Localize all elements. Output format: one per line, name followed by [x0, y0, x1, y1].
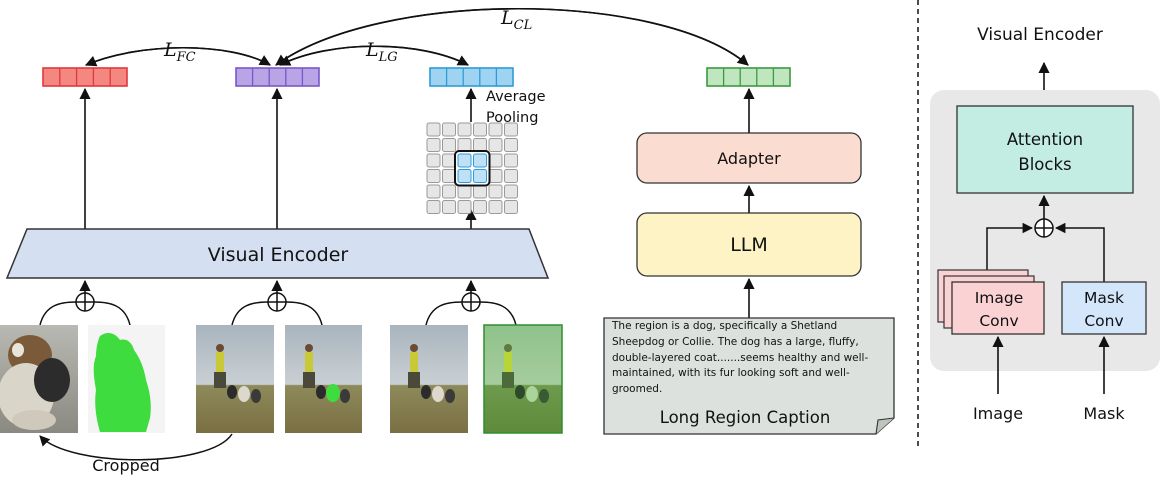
grid-cell: [442, 138, 456, 152]
scene-image-2: [390, 325, 468, 433]
grid-cell: [442, 122, 456, 137]
pool-token-row: [429, 67, 514, 87]
cropped-mask-image: [88, 325, 165, 433]
scene-mask-image-1: [285, 325, 362, 433]
image-input-label: Image: [973, 404, 1023, 423]
visual-encoder-label: Visual Encoder: [208, 244, 349, 266]
image1-to-plus-curve: [39, 301, 77, 326]
grid-cell-region: [457, 153, 472, 168]
grid-cell: [426, 200, 441, 214]
right-panel-title: Visual Encoder: [977, 25, 1103, 45]
image-conv-to-plus-arrow: [986, 222, 1034, 270]
average-pooling-label-line1: Average: [486, 89, 546, 105]
lg-token-row: [235, 67, 320, 87]
grid-cell: [488, 184, 503, 199]
grid-cell-region: [457, 169, 472, 183]
long-region-caption-label: Long Region Caption: [660, 408, 831, 427]
grid-cell-region: [473, 169, 487, 183]
grid-cell: [426, 138, 441, 152]
grid-cell: [473, 138, 487, 152]
loss-lg-label: LLG: [365, 39, 398, 65]
grid-cell: [488, 200, 503, 214]
grid-cell: [473, 122, 487, 137]
grid-cell: [426, 184, 441, 199]
visual-encoder-block: [5, 228, 550, 279]
scene-image-1: [196, 325, 274, 433]
grid-cell: [504, 169, 518, 183]
grid-cell: [504, 200, 518, 214]
mask-input-label: Mask: [1083, 404, 1125, 423]
grid-cell: [442, 184, 456, 199]
fc-token-row: [42, 67, 128, 87]
grid-cell: [457, 138, 472, 152]
grid-cell: [504, 184, 518, 199]
adapter-label: Adapter: [717, 149, 781, 168]
image3-to-plus-curve: [425, 301, 463, 326]
mask-conv-block: [1061, 281, 1147, 335]
grid-cell-region: [473, 153, 487, 168]
cl-loss-arrow-reverse: [275, 8, 749, 66]
image-conv-label-line1: Image: [975, 289, 1024, 307]
grid-cell: [473, 184, 487, 199]
attention-label-line1: Attention: [1007, 130, 1083, 149]
grid-cell: [426, 122, 441, 137]
image-conv-label-line2: Conv: [979, 312, 1018, 330]
scene-mask-image-2: [483, 324, 563, 434]
image-conv-block: [951, 281, 1045, 335]
grid-cell: [426, 153, 441, 168]
grid-cell: [488, 138, 503, 152]
attention-blocks: [956, 105, 1134, 194]
cropped-arrow: [39, 433, 233, 461]
cropped-label: Cropped: [92, 456, 160, 475]
grid-cell: [457, 184, 472, 199]
long-region-caption-text: The region is a dog, specifically a Shet…: [612, 320, 869, 396]
grid-cell: [488, 153, 503, 168]
image2-to-plus-curve: [231, 301, 269, 326]
grid-cell: [473, 200, 487, 214]
mask1-to-plus-curve: [93, 301, 131, 326]
mask-conv-label-line2: Conv: [1084, 312, 1123, 330]
mask2-to-plus-curve: [285, 301, 323, 326]
fc-loss-arrow-reverse: [85, 46, 271, 66]
caption-note-fold: [875, 417, 895, 435]
grid-cell: [504, 122, 518, 137]
lg-loss-arrow-reverse: [278, 45, 469, 66]
grid-cell: [488, 169, 503, 183]
cropped-dog-image: [0, 325, 78, 433]
grid-cell: [504, 153, 518, 168]
feature-grid: [426, 122, 518, 214]
grid-cell: [457, 200, 472, 214]
plus-node-3: [461, 292, 481, 312]
plus-node-1: [75, 292, 95, 312]
text-token-row: [706, 67, 791, 87]
panel-plus-node: [1034, 218, 1054, 238]
mask-conv-label-line1: Mask: [1084, 289, 1124, 307]
grid-cell: [504, 138, 518, 152]
mask3-to-plus-curve: [479, 301, 517, 326]
loss-fc-label: LFC: [163, 39, 196, 65]
grid-cell: [488, 122, 503, 137]
plus-node-2: [267, 292, 287, 312]
grid-cell: [426, 169, 441, 183]
grid-cell: [457, 122, 472, 137]
loss-cl-label: LCL: [500, 7, 532, 33]
llm-label: LLM: [730, 234, 768, 256]
grid-region-highlight: [454, 150, 491, 187]
grid-cell: [442, 153, 456, 168]
average-pooling-label-line2: Pooling: [486, 110, 538, 126]
attention-label-line2: Blocks: [1018, 155, 1071, 174]
mask-conv-to-plus-arrow: [1054, 222, 1105, 282]
grid-cell: [442, 200, 456, 214]
grid-cell: [442, 169, 456, 183]
